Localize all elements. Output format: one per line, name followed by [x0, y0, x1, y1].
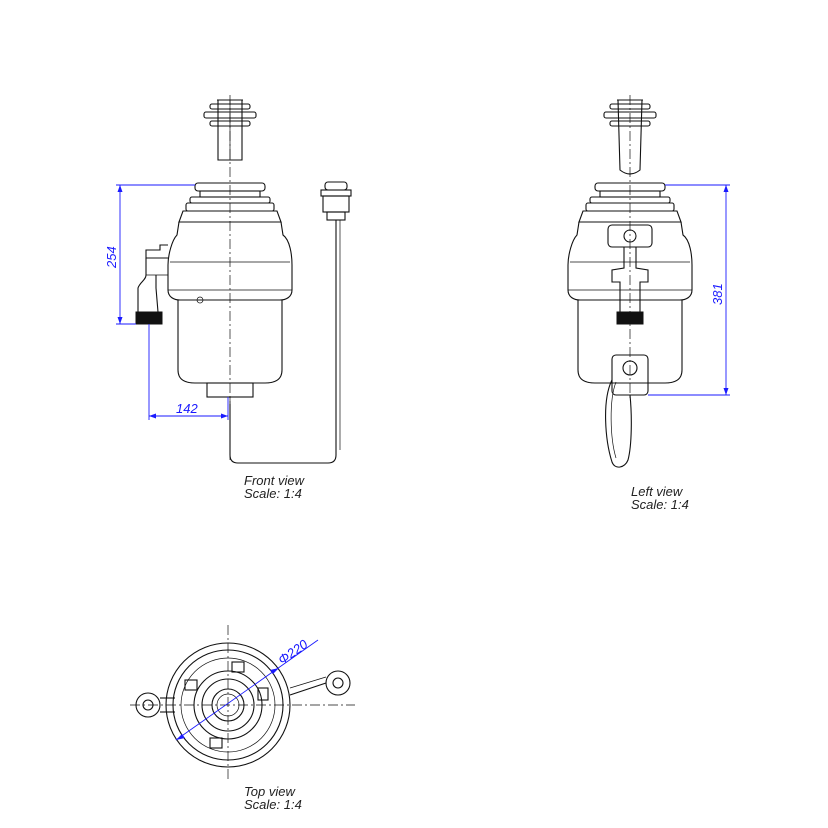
- top-view-caption: Top view Scale: 1:4: [244, 785, 302, 811]
- dim-142: 142: [148, 324, 229, 420]
- front-air-switch: [229, 181, 352, 464]
- front-stopper: [203, 99, 257, 161]
- dim-254: 254: [104, 184, 195, 325]
- left-view-scale: Scale: 1:4: [631, 497, 689, 512]
- top-view: Φ220: [130, 625, 355, 780]
- top-view-title: Top view: [244, 784, 295, 799]
- dim-381: 381: [648, 184, 730, 396]
- left-mount: [578, 182, 682, 223]
- left-view-caption: Left view Scale: 1:4: [631, 485, 689, 511]
- left-view: 381: [567, 95, 730, 468]
- top-air-switch: [289, 670, 351, 696]
- front-view-scale: Scale: 1:4: [244, 486, 302, 501]
- front-drain-elbow: [135, 244, 168, 325]
- front-view-caption: Front view Scale: 1:4: [244, 474, 304, 500]
- front-housing: [167, 221, 293, 404]
- left-housing: [567, 221, 693, 468]
- dim-220-label: Φ220: [275, 636, 311, 667]
- dim-381-label: 381: [710, 283, 725, 305]
- top-view-scale: Scale: 1:4: [244, 797, 302, 812]
- dim-142-label: 142: [176, 401, 198, 416]
- dim-254-label: 254: [104, 246, 119, 269]
- left-stopper: [603, 99, 657, 175]
- front-view: 254 142: [104, 95, 352, 464]
- left-view-title: Left view: [631, 484, 683, 499]
- top-drain-port: [135, 692, 175, 718]
- front-view-title: Front view: [244, 473, 304, 488]
